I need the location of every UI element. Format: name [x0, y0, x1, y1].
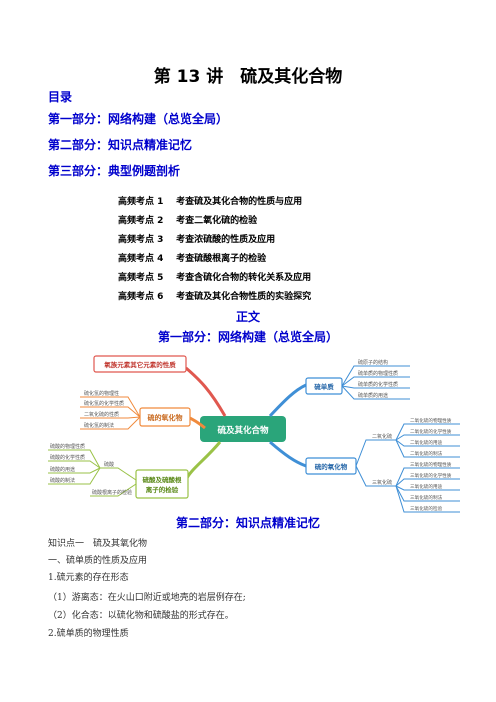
key-point-text: 考查硫酸根离子的检验	[176, 254, 267, 264]
key-point-label: 高频考点 3	[118, 235, 164, 245]
document-title: 第 13 讲 硫及其化合物	[153, 67, 343, 87]
sulfate-item-1: 硫酸的物理性质	[50, 443, 85, 450]
oxide-item-4: 硫化氢的制法	[84, 422, 114, 429]
section-1-title: 第一部分：网络构建（总览全局）	[157, 330, 338, 344]
branch-oxides	[189, 416, 206, 430]
body-line-1: 知识点一 硫及其氧化物	[48, 539, 148, 549]
compound-links	[355, 423, 460, 513]
body-line-2: 一、硫单质的性质及应用	[48, 556, 148, 566]
body-line-6: 2.硫单质的物理性质	[48, 629, 129, 639]
so3-item-5: 三氧化硫的检验	[410, 505, 443, 512]
mindmap-center-node	[200, 416, 286, 442]
so3-label: 三氧化硫	[372, 479, 392, 486]
key-point-label: 高频考点 5	[118, 273, 164, 283]
sulfate-item-2: 硫酸的化学性质	[50, 454, 85, 461]
key-point-5[interactable]: 高频考点 5 考查含硫化合物的转化关系及应用	[118, 270, 311, 283]
body-line-3: 1.硫元素的存在形态	[48, 573, 129, 583]
body-line-4: （1）游离态：在火山口附近或地壳的岩层例存在;	[48, 593, 246, 603]
key-point-label: 高频考点 2	[118, 216, 164, 226]
sulfate-mid-label: 硫酸	[104, 461, 114, 468]
branch-sulfate	[184, 441, 222, 481]
key-point-label: 高频考点 6	[118, 292, 164, 302]
so2-item-2: 二氧化硫的化学性质	[410, 428, 452, 435]
elemental-item-1: 硫原子的结构	[358, 359, 388, 366]
sulfate-item-4: 硫酸的制法	[50, 477, 75, 484]
elemental-item-4: 硫单质的用途	[358, 392, 388, 399]
so2-item-3: 二氧化硫的用途	[410, 439, 443, 446]
oxide-item-3: 二氧化硫的性质	[84, 411, 119, 418]
main-label: 正文	[235, 310, 260, 324]
node-sulfate-label-2: 离子的检验	[146, 485, 179, 494]
key-point-2[interactable]: 高频考点 2 考查二氧化硫的检验	[118, 213, 257, 226]
node-top-left-label: 氧族元素其它元素的性质	[103, 360, 176, 369]
so3-item-4: 三氧化硫的制法	[410, 494, 443, 501]
sulfate-item-3: 硫酸的用途	[50, 466, 75, 473]
elemental-item-2: 硫单质的物理性质	[358, 370, 398, 377]
elemental-item-3: 硫单质的化学性质	[358, 381, 398, 388]
so3-item-1: 三氧化硫的物理性质	[410, 461, 452, 468]
toc-part-1[interactable]: 第一部分：网络构建（总览全局）	[48, 112, 229, 126]
toc-part-2[interactable]: 第二部分：知识点精准记忆	[48, 138, 193, 152]
so2-item-1: 二氧化硫的物理性质	[410, 417, 452, 424]
section-2-title: 第二部分：知识点精准记忆	[175, 516, 320, 530]
body-line-5: （2）化合态：以硫化物和硫酸盐的形式存在。	[48, 611, 234, 621]
key-point-text: 考查硫及其化合物性质的实验探究	[176, 292, 312, 302]
key-point-6[interactable]: 高频考点 6 考查硫及其化合物性质的实验探究	[118, 289, 311, 302]
oxide-item-2: 硫化氢的化学性质	[84, 400, 124, 407]
node-oxides-label: 硫的氧化物	[148, 413, 183, 422]
mindmap-center-label: 硫及其化合物	[217, 425, 269, 436]
node-compounds-label: 硫的氧化物	[315, 462, 348, 471]
toc-part-3[interactable]: 第三部分：典型例题剖析	[48, 164, 181, 178]
oxide-item-1: 硫化氢的物理性	[84, 390, 119, 397]
key-point-text: 考查含硫化合物的转化关系及应用	[176, 273, 312, 283]
sulfate-bottom-label: 硫酸根离子的检验	[92, 489, 132, 496]
so2-item-4: 二氧化硫的制法	[410, 450, 443, 457]
key-point-label: 高频考点 4	[118, 254, 164, 264]
so2-label: 二氧化硫	[372, 433, 392, 440]
node-elemental-label: 硫单质	[314, 382, 334, 391]
node-sulfate-label-1: 硫酸及硫酸根	[143, 475, 183, 484]
key-point-1[interactable]: 高频考点 1 考查硫及其化合物的性质与应用	[118, 194, 302, 207]
key-point-text: 考查硫及其化合物的性质与应用	[176, 197, 303, 207]
key-point-label: 高频考点 1	[118, 197, 164, 207]
branch-compounds	[269, 440, 307, 468]
key-point-4[interactable]: 高频考点 4 考查硫酸根离子的检验	[118, 251, 266, 264]
so3-item-2: 三氧化硫的化学性质	[410, 472, 452, 479]
key-point-text: 考查浓硫酸的性质及应用	[176, 235, 276, 245]
key-point-text: 考查二氧化硫的检验	[176, 216, 258, 226]
node-top-left	[93, 355, 187, 373]
so3-item-3: 三氧化硫的用途	[410, 483, 443, 490]
sulfate-links	[48, 449, 137, 497]
elemental-links	[341, 365, 410, 400]
oxide-items	[80, 396, 141, 430]
key-point-3[interactable]: 高频考点 3 考查浓硫酸的性质及应用	[118, 232, 275, 245]
toc-heading: 目录	[48, 90, 73, 104]
branch-elemental	[268, 383, 307, 418]
branch-top-left	[185, 366, 227, 417]
